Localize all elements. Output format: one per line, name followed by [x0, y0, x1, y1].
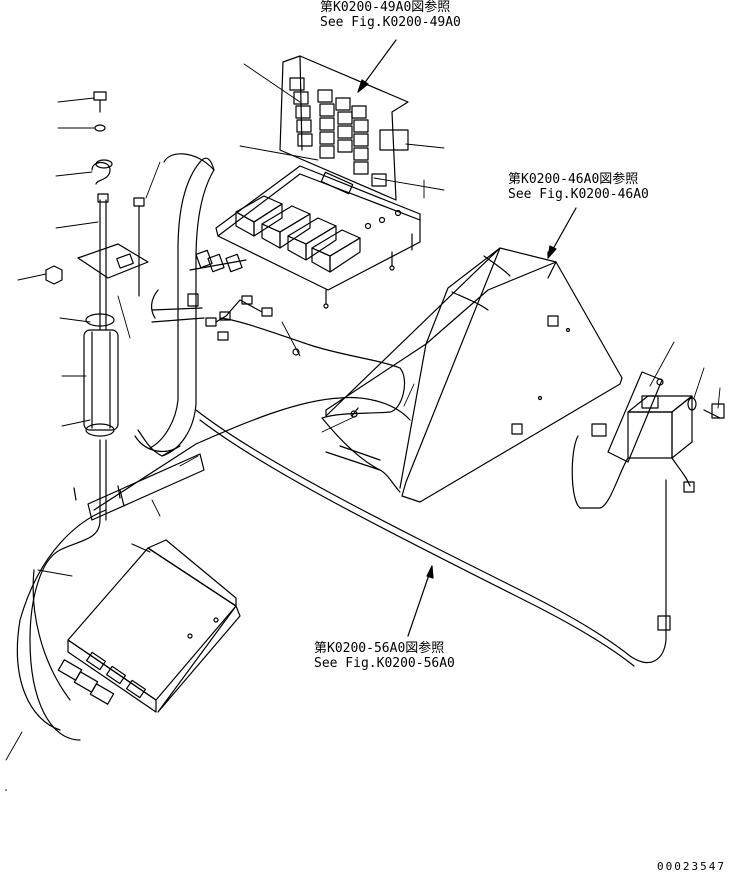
- relay-box-connector-group: [190, 250, 246, 271]
- reference-label-k0200-49a0: 第K0200-49A0図参照 See Fig.K0200-49A0: [320, 0, 461, 30]
- reference-label-en: See Fig.K0200-56A0: [314, 656, 455, 671]
- reference-label-en: See Fig.K0200-46A0: [508, 187, 649, 202]
- wire-harness: [17, 296, 670, 730]
- relay-box-base-plate: [216, 166, 420, 290]
- reference-arrows: [358, 40, 576, 636]
- base-relay-group: [236, 172, 360, 272]
- relay-box-assembly: [190, 56, 420, 308]
- reference-label-jp: 第K0200-46A0図参照: [508, 172, 639, 187]
- leader-lines: [6, 64, 720, 760]
- relay-block-group: [290, 78, 408, 186]
- document-number: 00023547: [657, 860, 726, 873]
- control-unit: [58, 540, 240, 712]
- operator-console: [326, 248, 622, 502]
- air-duct: [135, 154, 214, 456]
- relay-bracket-assembly: [572, 372, 724, 508]
- reference-label-jp: 第K0200-49A0図参照: [320, 0, 451, 15]
- rod-bracket-assembly: [30, 92, 148, 740]
- reference-label-k0200-46a0: 第K0200-46A0図参照 See Fig.K0200-46A0: [508, 172, 649, 202]
- reference-label-en: See Fig.K0200-49A0: [320, 15, 461, 30]
- reference-label-jp: 第K0200-56A0図参照: [314, 641, 445, 656]
- reference-label-k0200-56a0: 第K0200-56A0図参照 See Fig.K0200-56A0: [314, 641, 455, 671]
